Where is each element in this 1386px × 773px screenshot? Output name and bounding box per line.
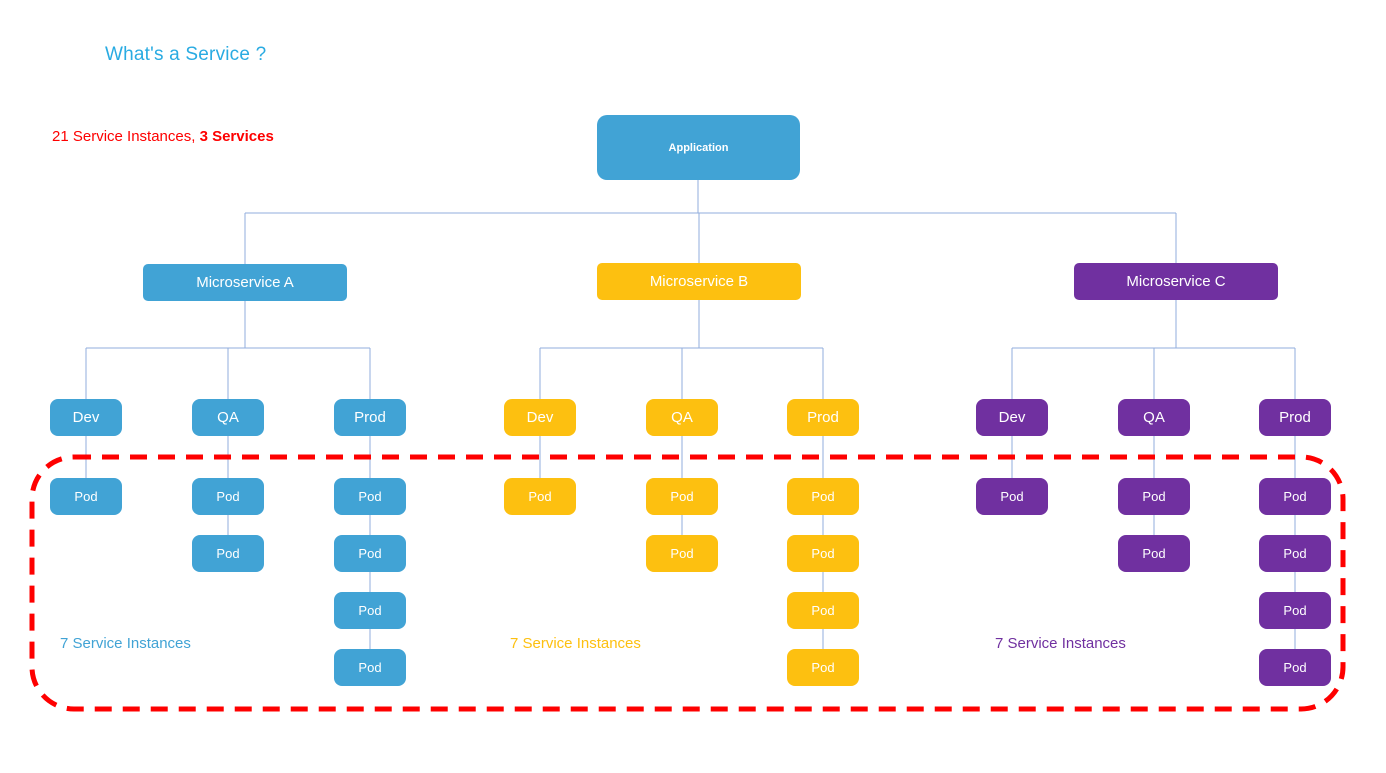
ms-b-prod-pod-3: Pod bbox=[787, 592, 859, 629]
ms-c-dev-pod-1: Pod bbox=[976, 478, 1048, 515]
summary-normal: 21 Service Instances, bbox=[52, 128, 200, 145]
application-node: Application bbox=[597, 115, 800, 180]
service-b-instances-label: 7 Service Instances bbox=[510, 635, 641, 652]
ms-b-prod-node: Prod bbox=[787, 399, 859, 436]
ms-b-prod-pod-2: Pod bbox=[787, 535, 859, 572]
ms-a-dev-pod-1: Pod bbox=[50, 478, 122, 515]
page-title: What's a Service ? bbox=[105, 44, 267, 65]
ms-b-prod-pod-4: Pod bbox=[787, 649, 859, 686]
ms-b-dev-node: Dev bbox=[504, 399, 576, 436]
ms-a-prod-node: Prod bbox=[334, 399, 406, 436]
summary-bold: 3 Services bbox=[199, 128, 274, 145]
ms-a-prod-pod-4: Pod bbox=[334, 649, 406, 686]
microservice-b-node: Microservice B bbox=[597, 263, 801, 300]
summary-text: 21 Service Instances, 3 Services bbox=[52, 128, 274, 145]
ms-b-prod-pod-1: Pod bbox=[787, 478, 859, 515]
ms-a-qa-node: QA bbox=[192, 399, 264, 436]
ms-a-prod-pod-2: Pod bbox=[334, 535, 406, 572]
ms-c-qa-pod-1: Pod bbox=[1118, 478, 1190, 515]
ms-b-qa-node: QA bbox=[646, 399, 718, 436]
ms-c-prod-pod-1: Pod bbox=[1259, 478, 1331, 515]
ms-c-prod-pod-2: Pod bbox=[1259, 535, 1331, 572]
ms-c-prod-pod-3: Pod bbox=[1259, 592, 1331, 629]
ms-b-dev-pod-1: Pod bbox=[504, 478, 576, 515]
ms-a-qa-pod-1: Pod bbox=[192, 478, 264, 515]
ms-c-prod-pod-4: Pod bbox=[1259, 649, 1331, 686]
microservice-c-node: Microservice C bbox=[1074, 263, 1278, 300]
ms-b-qa-pod-2: Pod bbox=[646, 535, 718, 572]
ms-c-dev-node: Dev bbox=[976, 399, 1048, 436]
ms-a-prod-pod-3: Pod bbox=[334, 592, 406, 629]
microservice-a-node: Microservice A bbox=[143, 264, 347, 301]
ms-a-qa-pod-2: Pod bbox=[192, 535, 264, 572]
service-a-instances-label: 7 Service Instances bbox=[60, 635, 191, 652]
ms-c-qa-pod-2: Pod bbox=[1118, 535, 1190, 572]
ms-c-qa-node: QA bbox=[1118, 399, 1190, 436]
service-c-instances-label: 7 Service Instances bbox=[995, 635, 1126, 652]
ms-a-dev-node: Dev bbox=[50, 399, 122, 436]
ms-a-prod-pod-1: Pod bbox=[334, 478, 406, 515]
ms-b-qa-pod-1: Pod bbox=[646, 478, 718, 515]
ms-c-prod-node: Prod bbox=[1259, 399, 1331, 436]
